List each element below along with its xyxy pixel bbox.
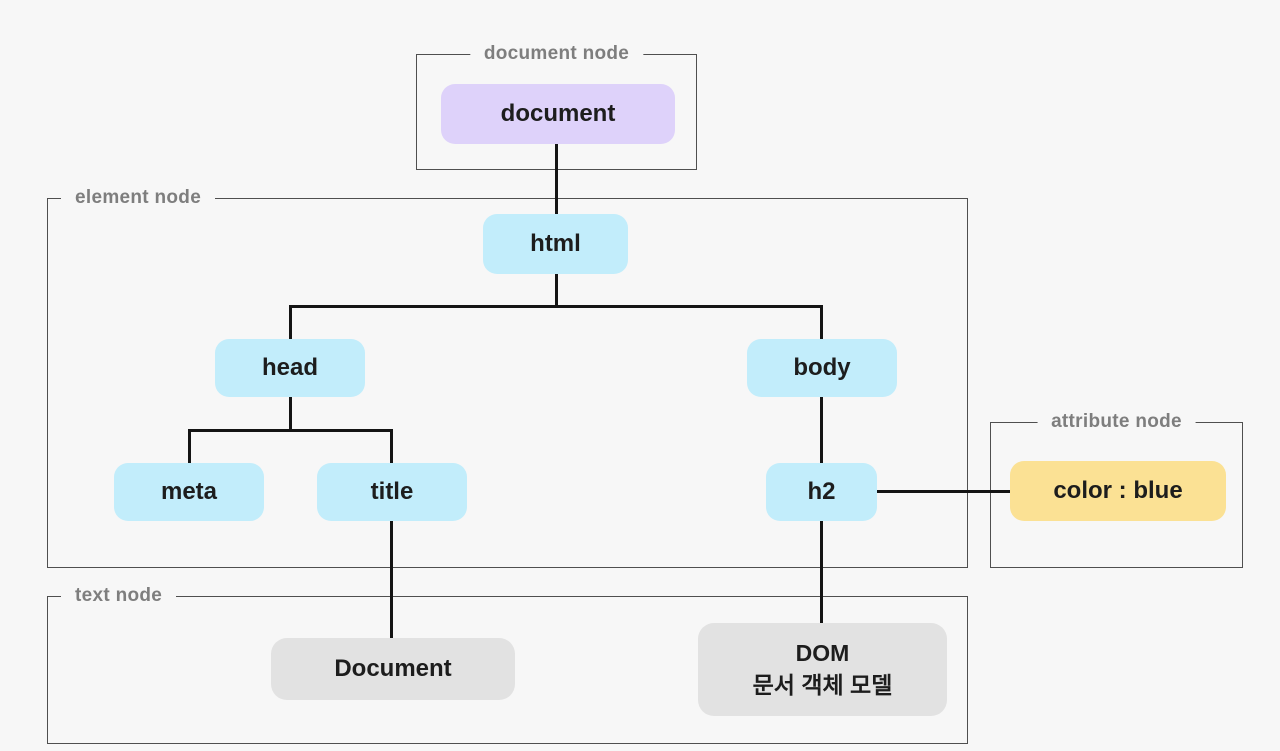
connector-head-stem <box>289 396 292 431</box>
group-attribute-node: attribute node <box>990 410 1243 568</box>
node-text-dom-lines: DOM 문서 객체 모델 <box>753 638 893 700</box>
connector-h2-textdom <box>820 520 823 625</box>
connector-bar-head <box>289 305 292 341</box>
group-attribute-node-label: attribute node <box>1037 410 1196 434</box>
group-element-node-label: element node <box>61 186 216 210</box>
node-body: body <box>747 339 897 397</box>
node-text-dom-line2: 문서 객체 모델 <box>752 671 893 698</box>
connector-document-html <box>555 142 558 216</box>
node-title: title <box>317 463 467 521</box>
node-head: head <box>215 339 365 397</box>
node-attribute-color-blue: color : blue <box>1010 461 1226 521</box>
group-document-node: document node <box>416 42 697 170</box>
group-document-node-label: document node <box>469 42 644 66</box>
group-element-node: element node <box>47 186 968 568</box>
node-text-dom-line1: DOM <box>795 640 850 667</box>
group-text-node: text node <box>47 584 968 744</box>
connector-bar-title <box>390 429 393 465</box>
node-text-document: Document <box>271 638 515 700</box>
connector-title-textdocument <box>390 520 393 640</box>
group-text-node-label: text node <box>61 584 177 608</box>
node-document: document <box>441 84 675 144</box>
node-h2: h2 <box>766 463 877 521</box>
connector-html-children-bar <box>289 305 823 308</box>
node-text-dom: DOM 문서 객체 모델 <box>698 623 947 716</box>
connector-head-children-bar <box>188 429 393 432</box>
connector-bar-body <box>820 305 823 341</box>
connector-h2-attribute <box>877 490 1010 493</box>
node-html: html <box>483 214 628 274</box>
connector-bar-meta <box>188 429 191 465</box>
connector-body-h2 <box>820 396 823 465</box>
node-meta: meta <box>114 463 264 521</box>
connector-html-stem <box>555 273 558 308</box>
